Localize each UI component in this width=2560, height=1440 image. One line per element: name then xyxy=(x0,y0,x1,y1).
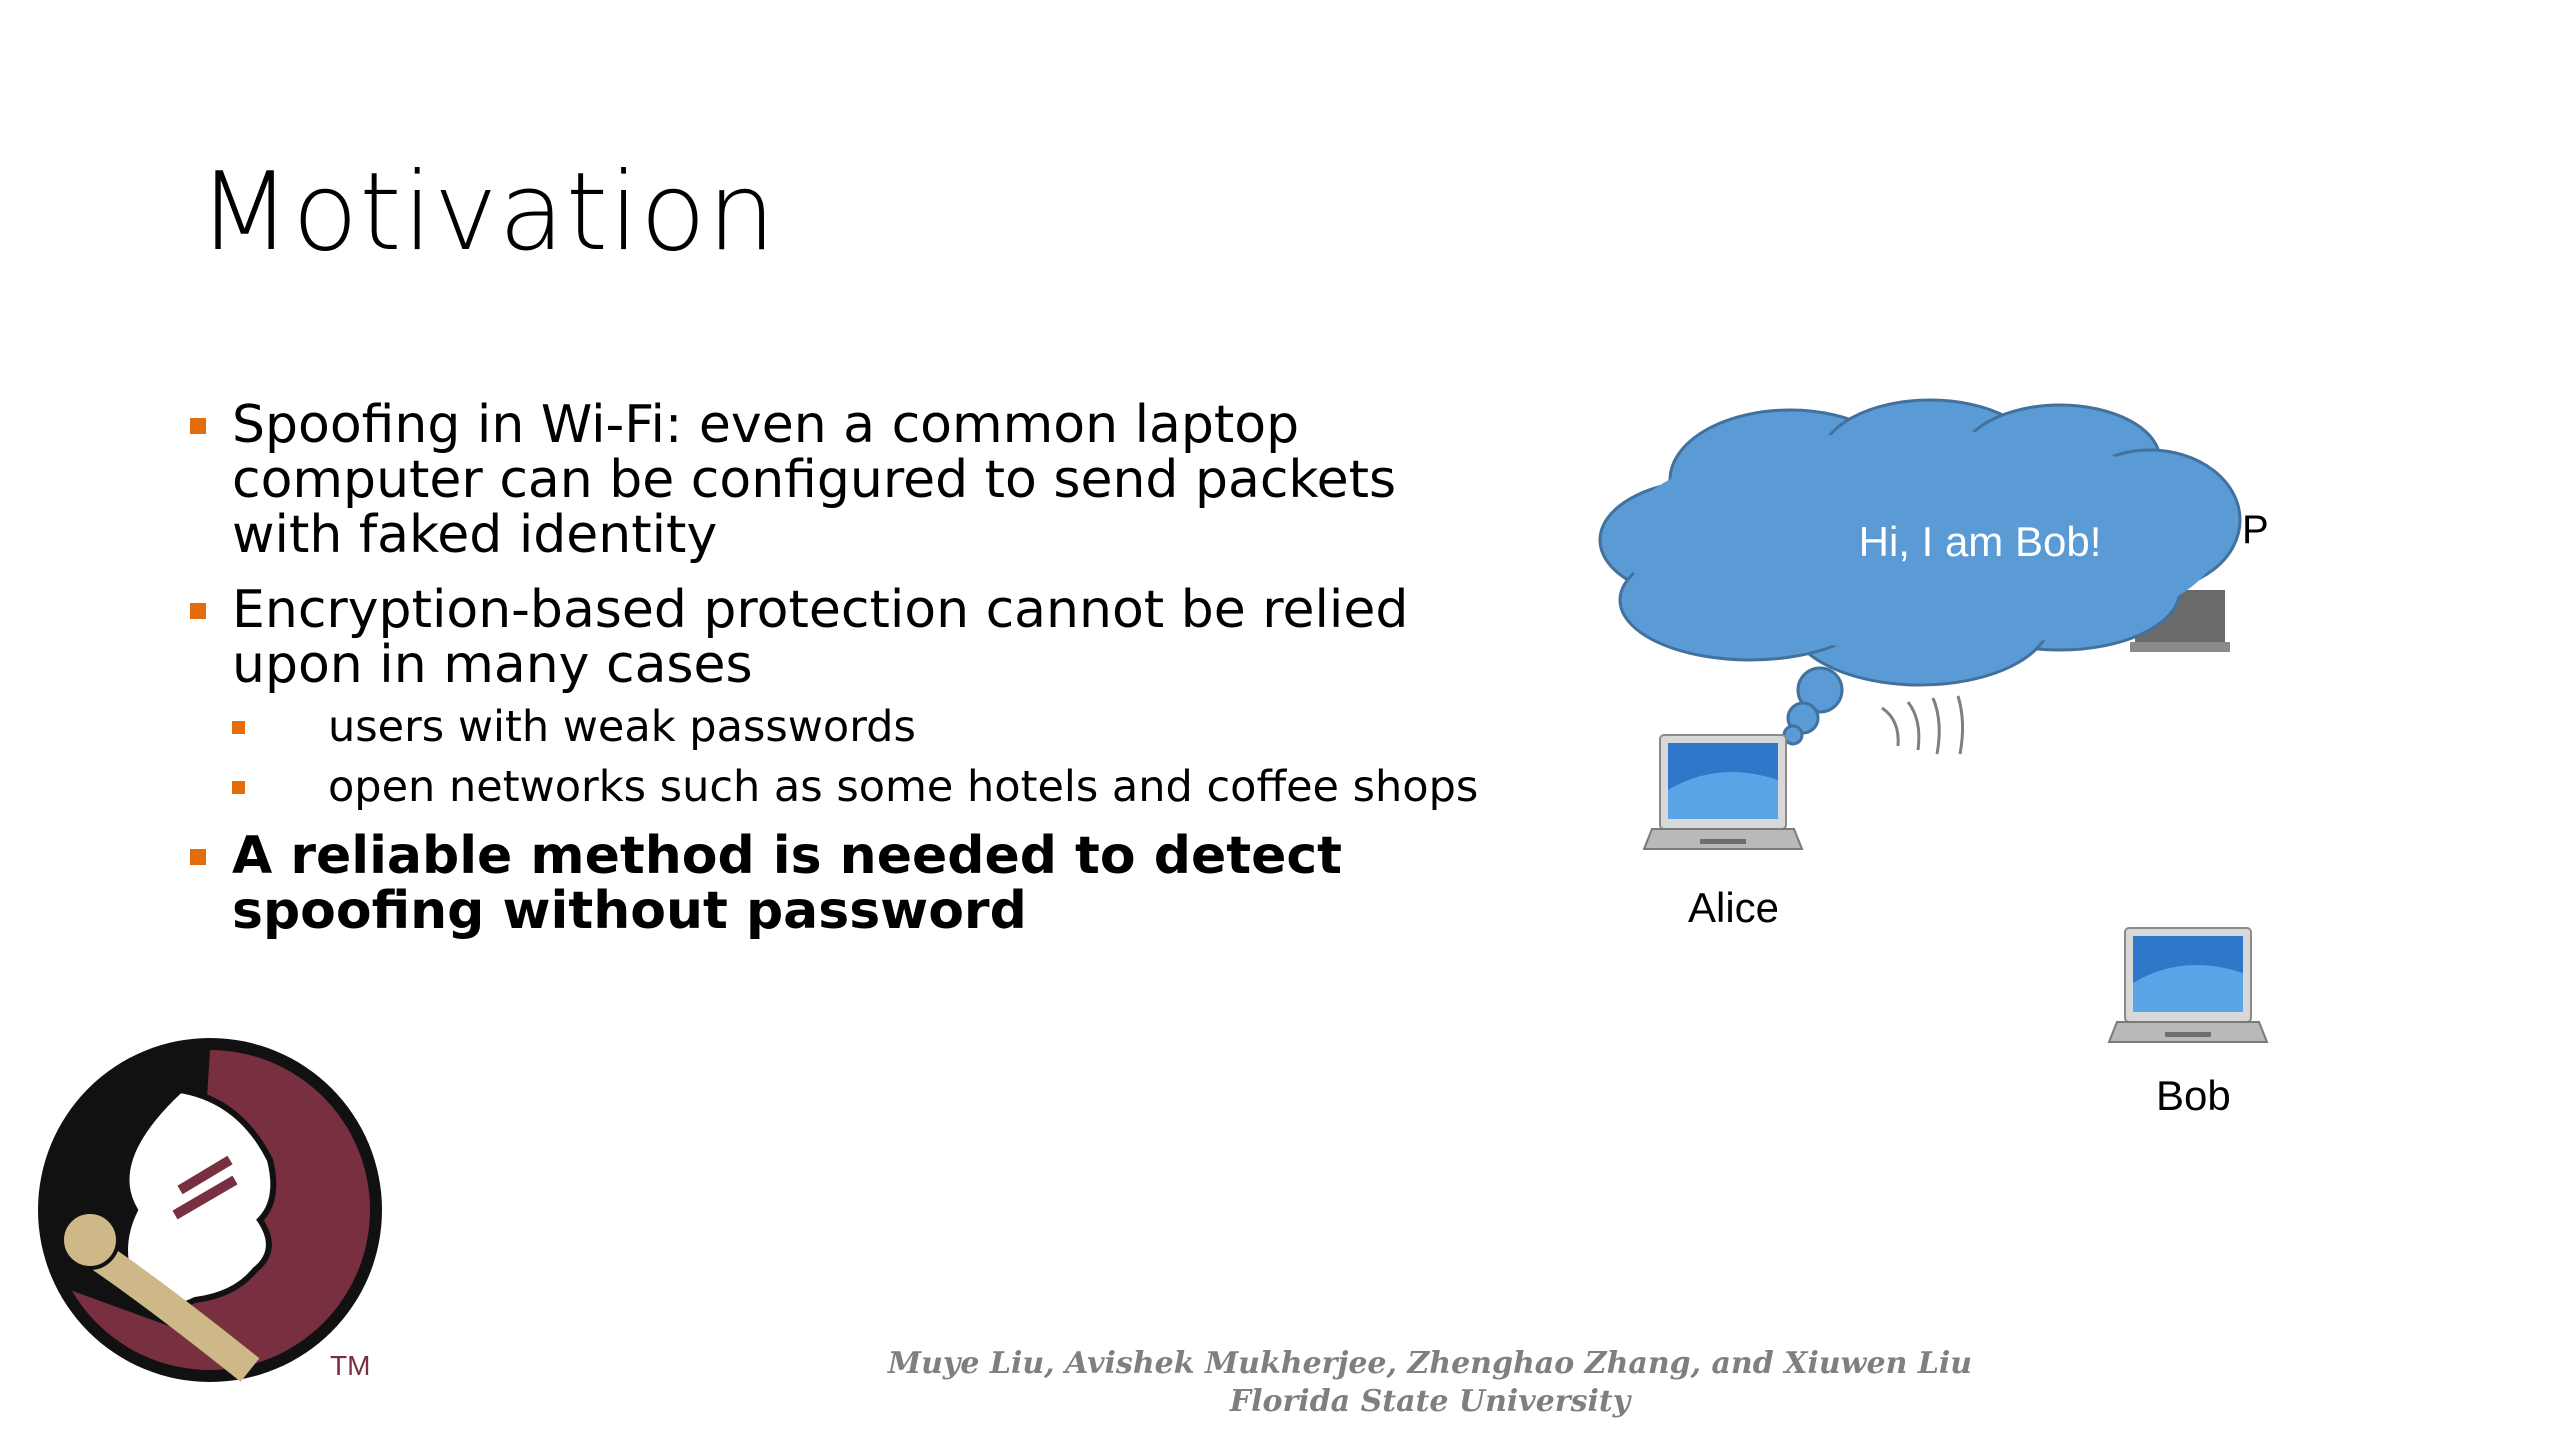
bullet-encryption: Encryption-based protection cannot be re… xyxy=(186,583,1486,809)
footer: Muye Liu, Avishek Mukherjee, Zhenghao Zh… xyxy=(850,1345,2010,1421)
bullet-spoofing: Spoofing in Wi-Fi: even a common laptop … xyxy=(186,398,1486,563)
seminole-logo: TM xyxy=(30,1030,390,1400)
slide-title: Motivation xyxy=(198,150,777,275)
laptop-icon xyxy=(2107,927,2269,1043)
spoofing-diagram: Hi, I am Bob! P Alice Bob xyxy=(1590,390,2290,1150)
sub-bullet-text: open networks such as some hotels and co… xyxy=(328,762,1479,812)
speech-bubble-text: Hi, I am Bob! xyxy=(1858,518,2102,565)
signal-waves-icon xyxy=(1881,695,1965,755)
bullet-conclusion: A reliable method is needed to detect sp… xyxy=(186,829,1486,939)
ap-label-fragment: P xyxy=(2242,508,2269,552)
bullet-list: Spoofing in Wi-Fi: even a common laptop … xyxy=(186,398,1486,959)
sub-bullet-text: users with weak passwords xyxy=(328,702,916,752)
bullet-encryption-text: Encryption-based protection cannot be re… xyxy=(232,580,1409,695)
footer-affiliation: Florida State University xyxy=(1229,1384,1631,1419)
sub-bullet-weak-passwords: users with weak passwords xyxy=(232,705,1486,749)
alice-label: Alice xyxy=(1688,884,1780,931)
cloud-callout xyxy=(1598,398,2242,746)
laptop-icon xyxy=(1642,734,1804,850)
bob-label: Bob xyxy=(2156,1072,2231,1119)
diagram-graphics xyxy=(1598,398,2269,1043)
footer-authors: Muye Liu, Avishek Mukherjee, Zhenghao Zh… xyxy=(887,1346,1973,1381)
sub-bullet-open-networks: open networks such as some hotels and co… xyxy=(232,765,1486,809)
sub-bullet-list: users with weak passwords open networks … xyxy=(232,705,1486,809)
logo-trademark: TM xyxy=(330,1350,371,1381)
